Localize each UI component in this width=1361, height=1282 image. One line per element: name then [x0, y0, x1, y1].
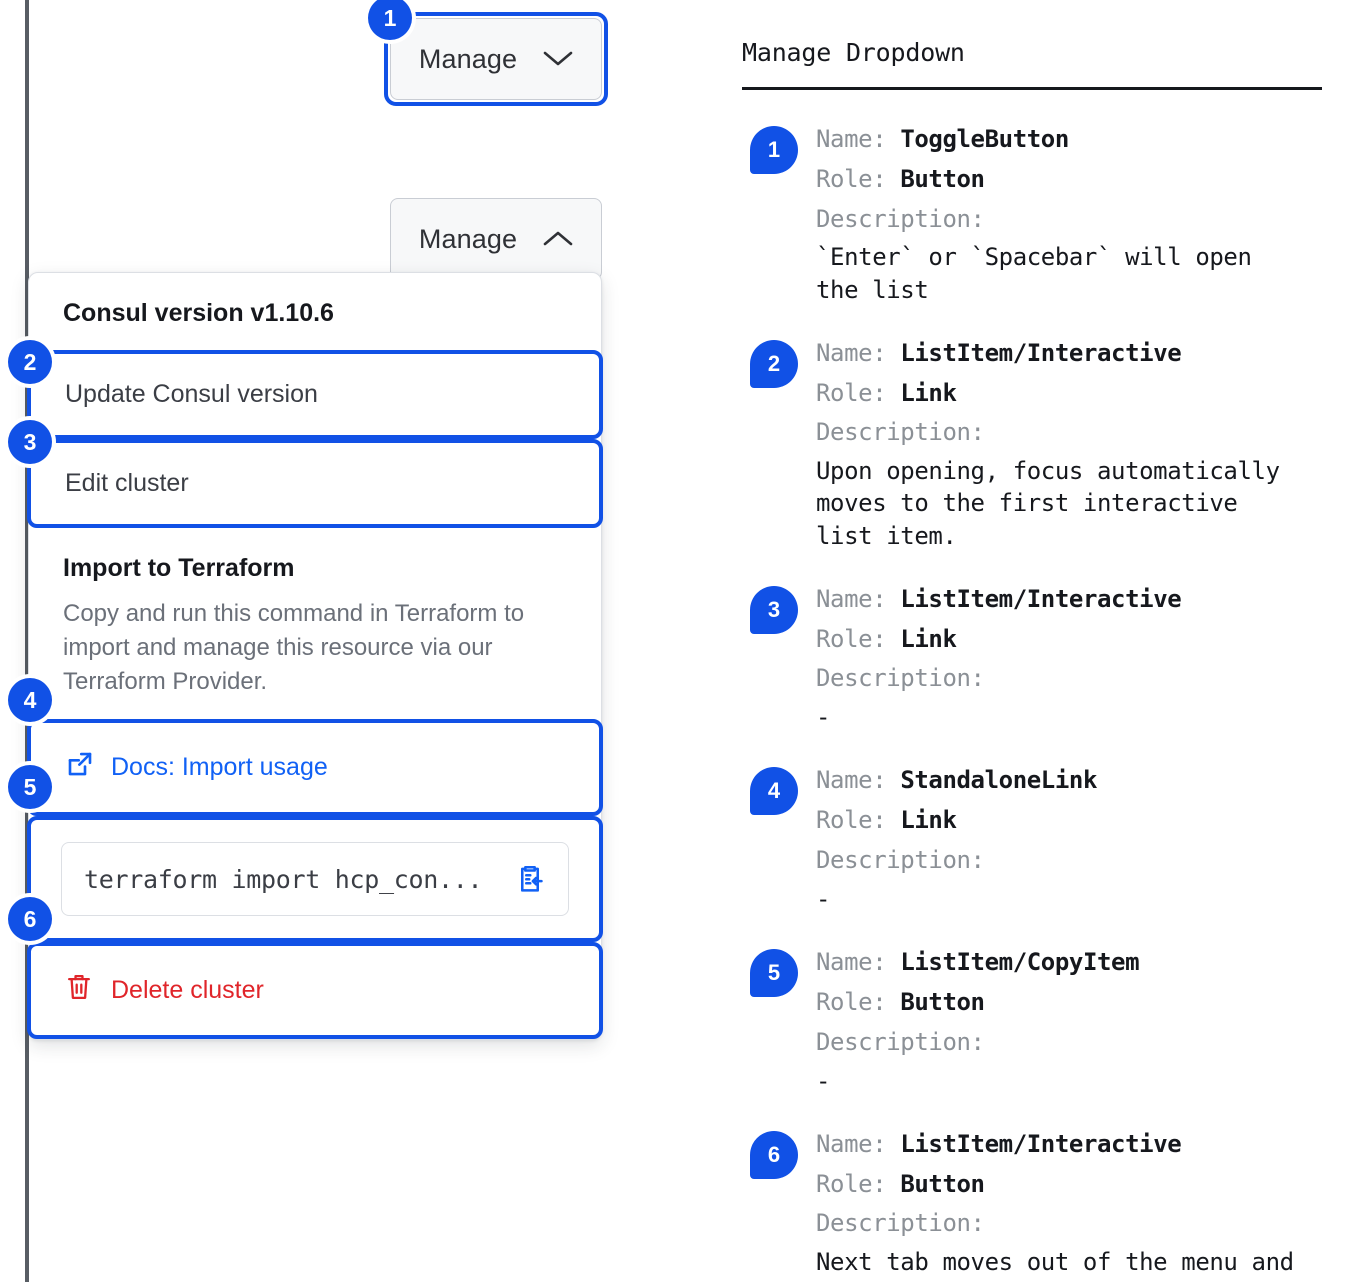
import-to-terraform-title: Import to Terraform — [63, 554, 295, 582]
annotation-panel-title: Manage Dropdown — [742, 38, 965, 67]
entry-name-label: Name: — [816, 1129, 887, 1158]
manage-toggle-open-label: Manage — [418, 223, 518, 254]
entry-name-label: Name: — [816, 766, 887, 795]
import-to-terraform-body: Copy and run this command in Terraform t… — [63, 600, 525, 696]
page-left-rule — [25, 0, 29, 1282]
docs-import-usage-link[interactable]: Docs: Import usage — [65, 749, 565, 786]
entry-name-value: ListItem/Interactive — [900, 338, 1182, 367]
external-link-icon — [65, 749, 95, 786]
terraform-command-text: terraform import hcp_con... — [84, 864, 483, 894]
manage-toggle-closed-container: Manage 1 — [368, 0, 608, 106]
consul-version-header: Consul version v1.10.6 — [63, 299, 334, 327]
annotation-entry: 1 Name: ToggleButton Role: Button Descri… — [742, 120, 1322, 306]
entry-description-label: Description: — [816, 204, 985, 233]
entry-role-value: Button — [900, 987, 985, 1016]
entry-description-label: Description: — [816, 664, 985, 693]
annotation-pin-2: 2 — [750, 339, 798, 388]
entry-role-value: Link — [900, 378, 957, 407]
annotation-marker-3: 3 — [8, 420, 52, 464]
entry-role-value: Link — [900, 806, 957, 835]
annotation-panel: Manage Dropdown 1 Name: ToggleButton Rol… — [742, 38, 1322, 1282]
annotation-entry: 2 Name: ListItem/Interactive Role: Link … — [742, 334, 1322, 552]
entry-description-value: - — [816, 884, 831, 913]
manage-toggle-button-closed[interactable]: Manage — [390, 18, 602, 100]
menu-item-delete-cluster[interactable]: Delete cluster — [27, 942, 603, 1040]
annotation-entry: 5 Name: ListItem/CopyItem Role: Button D… — [742, 943, 1322, 1097]
chevron-up-icon — [543, 224, 573, 255]
manage-toggle-label: Manage — [418, 43, 518, 74]
annotation-marker-1: 1 — [368, 0, 412, 40]
annotation-entry: 6 Name: ListItem/Interactive Role: Butto… — [742, 1125, 1322, 1282]
annotation-marker-5: 5 — [8, 765, 52, 809]
annotation-pin-6: 6 — [750, 1130, 798, 1179]
entry-role-value: Button — [900, 1169, 985, 1198]
entry-role-label: Role: — [816, 987, 887, 1016]
delete-cluster-row[interactable]: Delete cluster — [31, 946, 599, 1035]
annotation-pin-5: 5 — [750, 949, 798, 998]
entry-description-label: Description: — [816, 846, 985, 875]
annotation-panel-divider — [742, 87, 1322, 90]
menu-item-copy-command[interactable]: terraform import hcp_con... — [27, 816, 603, 943]
annotation-entry: 3 Name: ListItem/Interactive Role: Link … — [742, 580, 1322, 734]
entry-role-label: Role: — [816, 378, 887, 407]
entry-role-label: Role: — [816, 1169, 887, 1198]
annotation-pin-1: 1 — [750, 126, 798, 174]
annotation-marker-4: 4 — [8, 678, 52, 722]
manage-dropdown-panel: Consul version v1.10.6 Update Consul ver… — [27, 272, 603, 1041]
entry-name-value: ToggleButton — [900, 125, 1069, 153]
entry-description-label: Description: — [816, 1027, 985, 1056]
manage-toggle-open-container: Manage — [390, 198, 602, 280]
entry-role-label: Role: — [816, 624, 887, 653]
menu-item-update-consul-version[interactable]: Update Consul version — [27, 350, 603, 439]
menu-item-update-consul-version-label: Update Consul version — [65, 380, 318, 408]
entry-description-value: `Enter` or `Spacebar` will open the list — [816, 243, 1252, 304]
entry-name-value: ListItem/Interactive — [900, 584, 1182, 613]
delete-cluster-label: Delete cluster — [111, 976, 264, 1005]
entry-role-label: Role: — [816, 806, 887, 835]
annotation-marker-2: 2 — [8, 340, 52, 384]
menu-item-edit-cluster[interactable]: Edit cluster — [27, 439, 603, 528]
annotation-pin-4: 4 — [750, 767, 798, 816]
entry-description-value: Upon opening, focus automatically moves … — [816, 457, 1280, 550]
entry-description-label: Description: — [816, 1209, 985, 1238]
entry-description-label: Description: — [816, 418, 985, 447]
entry-name-label: Name: — [816, 125, 887, 153]
entry-description-value: - — [816, 703, 831, 732]
menu-item-docs-import-usage[interactable]: Docs: Import usage — [27, 719, 603, 817]
entry-description-value: - — [816, 1066, 831, 1095]
entry-name-value: ListItem/CopyItem — [900, 948, 1140, 977]
entry-role-value: Button — [900, 164, 985, 193]
manage-toggle-button-open[interactable]: Manage — [390, 198, 602, 280]
entry-name-value: StandaloneLink — [900, 766, 1098, 795]
clipboard-paste-icon[interactable] — [514, 863, 546, 895]
entry-name-label: Name: — [816, 584, 887, 613]
trash-icon — [65, 972, 93, 1009]
terraform-command-box[interactable]: terraform import hcp_con... — [61, 842, 569, 917]
annotation-entry: 4 Name: StandaloneLink Role: Link Descri… — [742, 761, 1322, 915]
import-to-terraform-block: Import to Terraform Copy and run this co… — [29, 528, 601, 719]
entry-description-value: Next tab moves out of the menu and to th… — [816, 1248, 1294, 1282]
annotation-marker-6: 6 — [8, 897, 52, 941]
entry-name-label: Name: — [816, 948, 887, 977]
entry-role-value: Link — [900, 624, 957, 653]
entry-role-label: Role: — [816, 164, 887, 193]
chevron-down-icon — [543, 44, 573, 75]
entry-name-label: Name: — [816, 338, 887, 367]
docs-import-usage-label: Docs: Import usage — [111, 753, 328, 782]
annotation-pin-3: 3 — [750, 585, 798, 634]
menu-item-edit-cluster-label: Edit cluster — [65, 469, 189, 497]
entry-name-value: ListItem/Interactive — [900, 1129, 1182, 1158]
